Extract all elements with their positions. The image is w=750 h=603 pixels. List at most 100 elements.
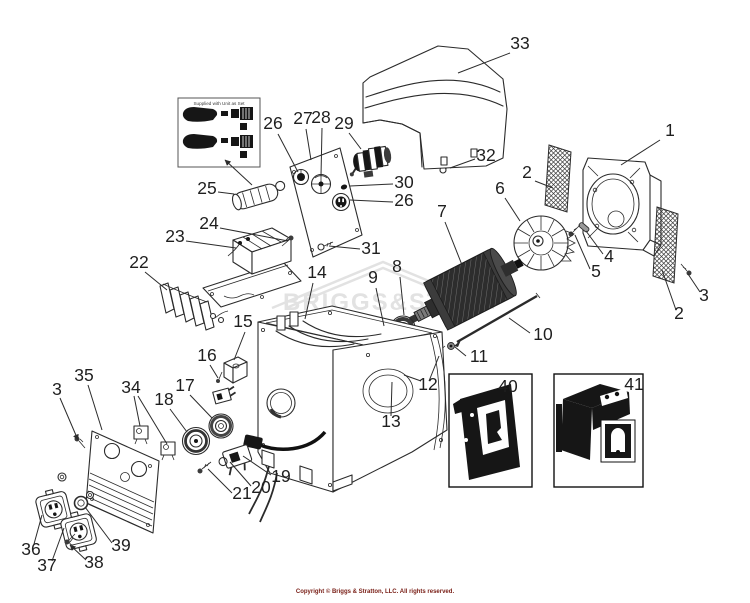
- part-label-2: 2: [522, 162, 532, 182]
- selector-knob-icon: [310, 173, 332, 195]
- leader-line-14: [304, 282, 314, 320]
- leader-line-29: [348, 132, 362, 150]
- leader-line-4: [585, 230, 604, 255]
- cable-connector-icon: [182, 134, 218, 149]
- part-label-25: 25: [197, 178, 216, 198]
- part-label-26: 26: [394, 190, 413, 210]
- pulley-18: [181, 426, 211, 456]
- leader-line-35: [87, 384, 103, 431]
- part-label-16: 16: [197, 345, 216, 365]
- part-label-22: 22: [129, 252, 148, 272]
- leader-line-20: [229, 461, 252, 487]
- part-label-31: 31: [361, 238, 380, 258]
- stud-bolt-10: [454, 292, 541, 347]
- leader-line-19: [242, 455, 272, 476]
- fan-6: [513, 215, 576, 271]
- part-label-2: 2: [674, 303, 684, 323]
- part-label-37: 37: [37, 555, 56, 575]
- stator-housing-14: [243, 305, 448, 523]
- part-label-24: 24: [199, 213, 219, 233]
- leader-line-39: [84, 506, 113, 544]
- part-label-33: 33: [510, 33, 529, 53]
- part-label-3: 3: [52, 379, 62, 399]
- leader-line-24: [219, 227, 289, 242]
- leader-line-22: [144, 271, 168, 291]
- wire-connector-19: [243, 434, 263, 450]
- switch-29: [349, 145, 392, 178]
- leader-line-15: [233, 331, 246, 361]
- part-label-8: 8: [392, 256, 402, 276]
- part-label-30: 30: [394, 172, 414, 192]
- part-label-19: 19: [271, 466, 290, 486]
- part-label-3: 3: [699, 285, 709, 305]
- part-label-39: 39: [111, 535, 130, 555]
- leader-line-17: [189, 394, 213, 419]
- leader-line-18: [169, 408, 188, 433]
- part-label-41: 41: [624, 374, 643, 394]
- heat-sink-22: [159, 282, 229, 331]
- leader-line-38: [69, 544, 87, 561]
- part-label-35: 35: [74, 365, 93, 385]
- leader-line-5: [574, 234, 591, 270]
- supplied-set-box: Supplied with Unit as Set: [177, 97, 261, 186]
- cover-33: [362, 45, 508, 170]
- part-label-12: 12: [418, 374, 437, 394]
- nut-washer: [57, 472, 95, 500]
- leader-line-6: [504, 197, 521, 222]
- receptacle-icon: [331, 192, 351, 212]
- end-bracket-1: [582, 157, 662, 257]
- part-label-40: 40: [498, 376, 518, 396]
- screw-21: [197, 461, 212, 474]
- part-label-20: 20: [251, 477, 271, 497]
- connector-25: [231, 180, 286, 211]
- leader-line-37: [51, 527, 65, 562]
- bracket-15: [216, 356, 248, 384]
- leader-line-31: [328, 245, 361, 250]
- part-label-11: 11: [470, 346, 488, 366]
- leader-line-9: [375, 287, 385, 327]
- threaded-plug-icon: [231, 135, 253, 158]
- terminal-block-16: [212, 385, 237, 405]
- part-label-4: 4: [604, 246, 614, 266]
- part-label-14: 14: [307, 262, 327, 282]
- wire-19: [259, 430, 327, 451]
- pin-4: [578, 222, 590, 233]
- leader-line-30: [349, 183, 394, 187]
- part-label-27: 27: [293, 108, 312, 128]
- part-label-15: 15: [233, 311, 252, 331]
- part-label-28: 28: [311, 107, 330, 127]
- part-label-17: 17: [175, 375, 194, 395]
- part-label-7: 7: [437, 201, 447, 221]
- leader-line-28: [320, 127, 323, 177]
- nut-11: [447, 342, 455, 350]
- part-label-23: 23: [165, 226, 184, 246]
- leader-line-12: [403, 374, 422, 382]
- part-label-29: 29: [334, 113, 353, 133]
- part-label-21: 21: [232, 483, 251, 503]
- brush-holder-20: [218, 444, 253, 476]
- supplied-set-title: Supplied with Unit as Set: [193, 101, 245, 106]
- leader-line-2: [534, 180, 554, 189]
- leader-line-7: [444, 221, 463, 266]
- leader-line-34: [133, 395, 141, 427]
- part-label-32: 32: [476, 145, 495, 165]
- control-panel: [289, 147, 363, 258]
- leader-line-3: [687, 273, 701, 293]
- leader-line-25: [217, 191, 235, 195]
- part-label-13: 13: [381, 411, 400, 431]
- leader-line-12: [428, 355, 440, 382]
- inset-photo-41: [553, 373, 644, 488]
- leader-line-1: [620, 139, 661, 166]
- leader-line-23: [185, 240, 237, 249]
- part-label-34: 34: [121, 377, 141, 397]
- part-label-18: 18: [154, 389, 173, 409]
- leader-line-3: [59, 397, 79, 441]
- part-label-38: 38: [84, 552, 103, 572]
- slip-ring-17: [208, 413, 234, 439]
- leader-line-10: [508, 317, 531, 334]
- part-label-10: 10: [533, 324, 553, 344]
- screw-31: [317, 241, 334, 251]
